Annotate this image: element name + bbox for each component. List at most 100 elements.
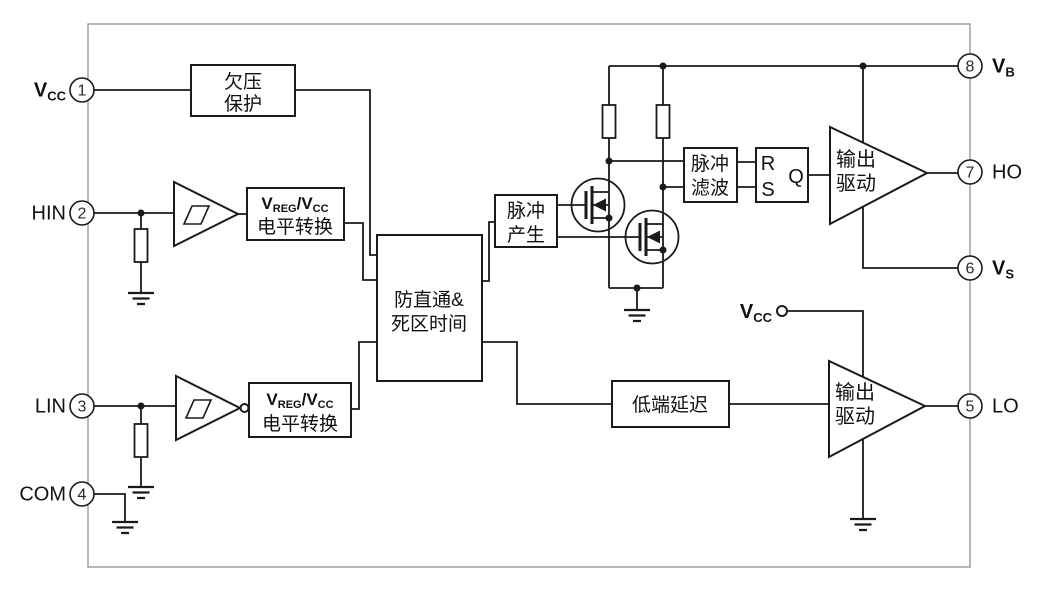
junction-dot [859,62,867,70]
driver-high-label-line2: 驱动 [836,172,876,195]
pin-label-hin: HIN [32,203,66,225]
wire-deadtime-to-delay [482,341,612,405]
hysteresis-icon [184,399,213,419]
internal-vcc-terminal [776,305,788,317]
junction-dot [633,284,641,292]
junction-dot [659,62,667,70]
deadtime-label-line1: 防直通& [394,289,464,311]
ground-symbols [112,291,876,535]
block-low-side-delay [611,380,730,428]
wire-com-ground [94,493,126,522]
mosfet-m1 [584,186,609,224]
junction-dots [137,62,867,410]
driver-high-label-line1: 输出 [836,148,876,171]
pulse-gen-label-line2: 产生 [507,224,545,246]
pin-label-vb: VB [992,56,1015,80]
ground-icon [112,520,138,535]
latch-r-label: R [761,153,775,175]
level-shift-high-line2: 电平转换 [257,216,333,238]
block-rs-latch [755,147,809,203]
wire-deadtime-to-pulsegen [482,221,496,282]
pin-number-5: 5 [966,399,975,416]
resistor-hin [133,228,149,263]
pin-circle-8 [957,53,983,79]
internal-vcc-label: VCC [740,301,773,325]
level-shift-low-line2: 电平转换 [262,413,338,435]
pulse-filter-label-line2: 滤波 [691,177,729,199]
pin-label-lo: LO [992,396,1019,418]
driver-low-label-line2: 驱动 [835,405,875,428]
junction-dot [137,402,145,410]
block-labels: 欠压 保护 VREG/VCC 电平转换 VREG/VCC 电平转换 防直通& 死… [224,71,876,435]
pin-circle-1 [69,77,95,103]
wire-vb-rail [608,65,958,143]
resistor-lin [133,423,149,458]
mosfet-internals [584,186,663,256]
pin-number-4: 4 [78,487,87,504]
deadtime-label-line2: 死区时间 [391,313,467,335]
pin-number-6: 6 [966,261,975,278]
pin-circle-6 [957,255,983,281]
inverter-bubble-icon [239,403,250,413]
pin-number-8: 8 [966,59,975,76]
ground-icon [624,308,650,323]
block-undervoltage-protection [190,64,296,117]
function-blocks [190,64,930,459]
uvlo-label-line2: 保护 [224,93,262,115]
ic-boundary [87,23,971,568]
pin-number-1: 1 [78,83,87,100]
block-level-shift-high [246,187,345,241]
latch-s-label: S [761,179,774,201]
pin-circle-5 [957,393,983,419]
pin-circle-3 [69,393,95,419]
pin-circle-7 [957,159,983,185]
uvlo-label-line1: 欠压 [224,71,262,93]
mosfet-m2 [638,218,663,256]
hysteresis-icon [182,205,211,225]
block-output-driver-high [829,125,930,226]
block-level-shift-low [248,382,352,438]
pin-number-2: 2 [78,206,87,223]
pulse-filter-label-line1: 脉冲 [691,153,729,175]
m1-arrow-icon [593,198,606,212]
pin-number-3: 3 [78,399,87,416]
pin-label-vcc: VCC [34,80,67,104]
resistor-pullup-right [655,104,671,139]
low-side-delay-label: 低端延迟 [632,394,708,416]
junction-dot [137,209,145,217]
wire-ls-high-to-deadtime [344,222,377,281]
latch-q-label: Q [788,166,804,188]
wire-ls-low-to-deadtime [351,341,377,410]
pin-label-lin: LIN [35,396,66,418]
pin-label-com: COM [19,484,66,506]
wire-to-pulse-filter [609,160,684,188]
pin-circle-2 [69,200,95,226]
block-output-driver-low [828,359,928,459]
resistor-pullup-left [601,104,617,139]
level-shift-low-line1: VREG/VCC [266,390,333,411]
level-shift-high-line1: VREG/VCC [261,194,328,215]
ground-icon [128,485,154,500]
pin-label-ho: HO [992,162,1022,184]
wire-uvlo-to-deadtime [295,89,377,256]
wire-filter-to-latch [737,161,756,188]
junction-dot [605,157,613,165]
junction-dot [659,183,667,191]
block-pulse-filter [683,147,738,203]
resistors [133,104,671,458]
schmitt-triggers [173,180,250,442]
ground-icon [850,517,876,532]
pin-circle-4 [69,481,95,507]
pin-circles [69,53,983,507]
driver-low-label-line1: 输出 [835,381,875,404]
pin-number-7: 7 [966,165,975,182]
wire-internal-vcc [787,310,864,377]
m2-arrow-icon [647,230,660,244]
pin-labels: VCC HIN LIN COM VB HO VS LO VCC [19,56,1022,506]
wire-vs-return [862,207,958,269]
block-anti-shoot-through-deadtime [376,234,483,382]
block-pulse-generator [494,194,558,248]
pin-label-vs: VS [992,258,1014,282]
